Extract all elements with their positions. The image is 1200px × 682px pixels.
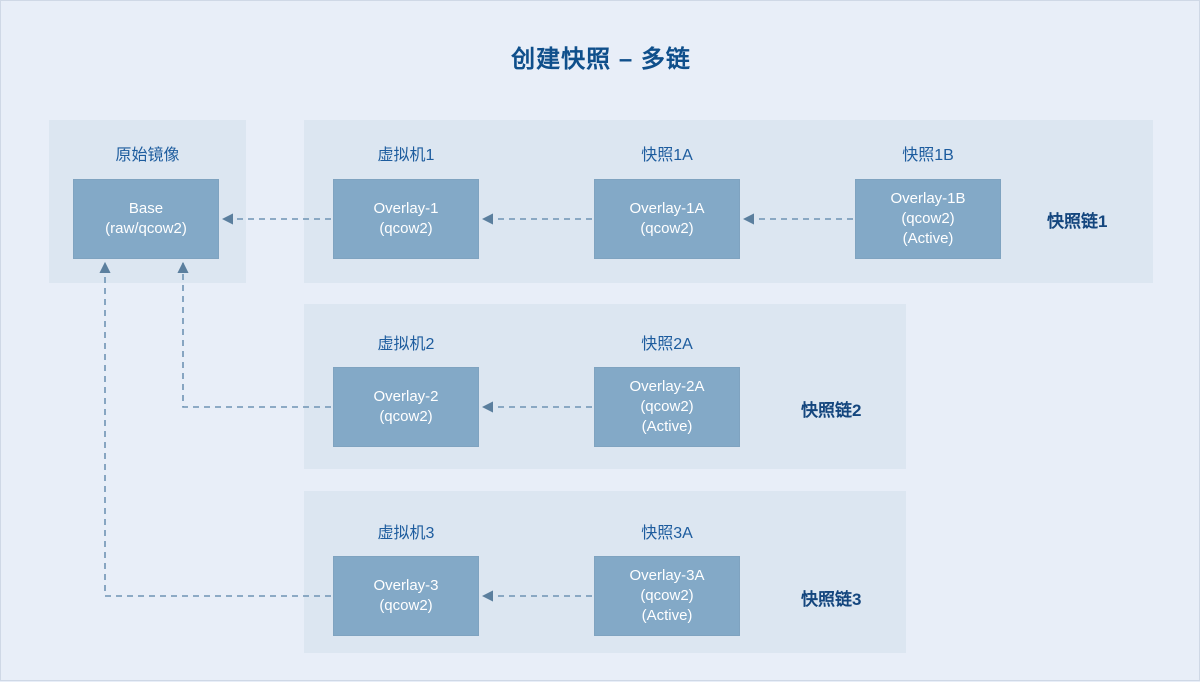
node-overlay-1-line2: (qcow2) [379,220,433,237]
node-overlay-2-line1: Overlay-2 [373,388,439,405]
node-overlay-1: Overlay-1 (qcow2) [333,179,479,259]
chain-label-3: 快照链3 [801,590,862,609]
node-overlay-3a-line1: Overlay-3A [629,567,705,584]
page-title: 创建快照 – 多链 [511,46,691,73]
node-overlay-2-line2: (qcow2) [379,408,433,425]
caption-vm-3: 虚拟机3 [377,525,435,542]
caption-snapshot-1a: 快照1A [641,147,693,164]
node-overlay-1a: Overlay-1A (qcow2) [594,179,740,259]
node-overlay-2: Overlay-2 (qcow2) [333,367,479,447]
node-base-line2: (raw/qcow2) [105,220,187,237]
node-overlay-2a-line2: (qcow2) [640,398,694,415]
node-overlay-3a-line2: (qcow2) [640,587,694,604]
node-overlay-1b-line2: (qcow2) [901,210,955,227]
node-overlay-1a-line2: (qcow2) [640,220,694,237]
node-overlay-3-line1: Overlay-3 [373,577,439,594]
chain-label-1: 快照链1 [1047,212,1108,231]
node-base: Base (raw/qcow2) [73,179,219,259]
node-overlay-1a-line1: Overlay-1A [629,200,705,217]
node-overlay-3-line2: (qcow2) [379,597,433,614]
node-overlay-1b-line3: (Active) [902,230,954,247]
caption-snapshot-1b: 快照1B [902,147,954,164]
node-overlay-2a: Overlay-2A (qcow2) (Active) [594,367,740,447]
node-overlay-1b-line1: Overlay-1B [890,190,966,207]
caption-snapshot-2a: 快照2A [641,336,693,353]
wire-overlay3-to-base [99,261,331,597]
caption-vm-1: 虚拟机1 [377,147,435,164]
node-overlay-2a-line1: Overlay-2A [629,378,705,395]
caption-snapshot-3a: 快照3A [641,525,693,542]
node-overlay-3a-line3: (Active) [641,607,693,624]
node-overlay-1-line1: Overlay-1 [373,200,439,217]
caption-vm-2: 虚拟机2 [377,336,435,353]
node-overlay-3: Overlay-3 (qcow2) [333,556,479,636]
node-overlay-2a-line3: (Active) [641,418,693,435]
node-base-line1: Base [128,200,164,217]
node-overlay-3a: Overlay-3A (qcow2) (Active) [594,556,740,636]
chain-label-2: 快照链2 [801,401,862,420]
node-overlay-1b: Overlay-1B (qcow2) (Active) [855,179,1001,259]
caption-original-image: 原始镜像 [115,147,180,164]
